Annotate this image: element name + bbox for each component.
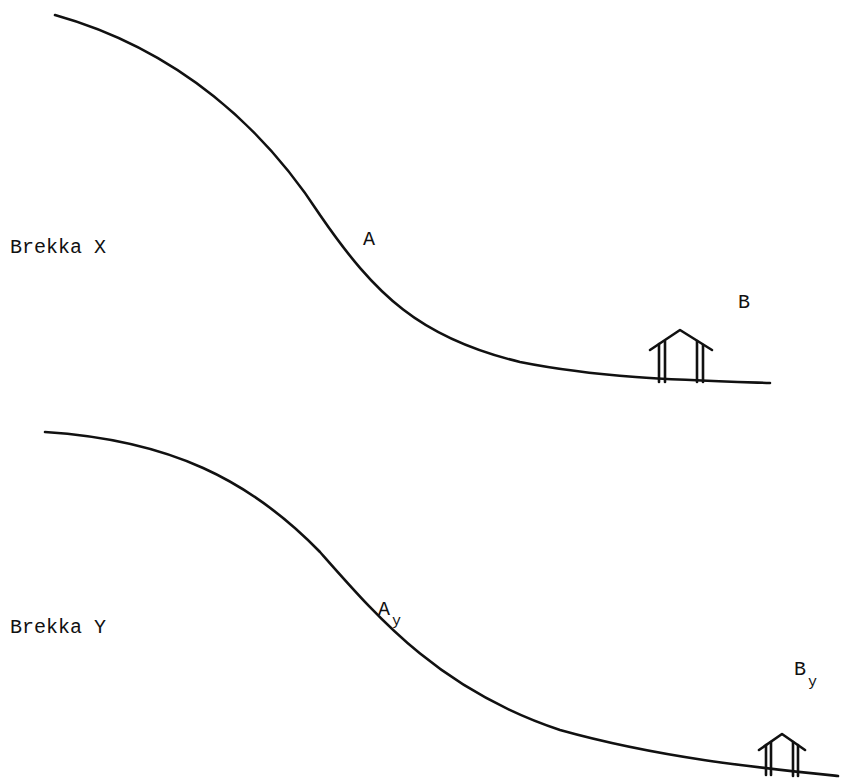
house-x <box>650 330 712 382</box>
point-label: B <box>738 293 750 313</box>
slope-name: Brekka X <box>10 238 106 258</box>
point-label: A <box>363 230 375 250</box>
slope-y-curve <box>45 432 838 776</box>
slope-x-curve <box>55 15 770 383</box>
house-y <box>759 734 805 776</box>
point-label: A <box>378 600 390 620</box>
point-label: B <box>794 660 806 680</box>
slope-name: Brekka Y <box>10 618 106 638</box>
point-subscript: y <box>392 614 401 629</box>
point-subscript: y <box>808 675 817 690</box>
